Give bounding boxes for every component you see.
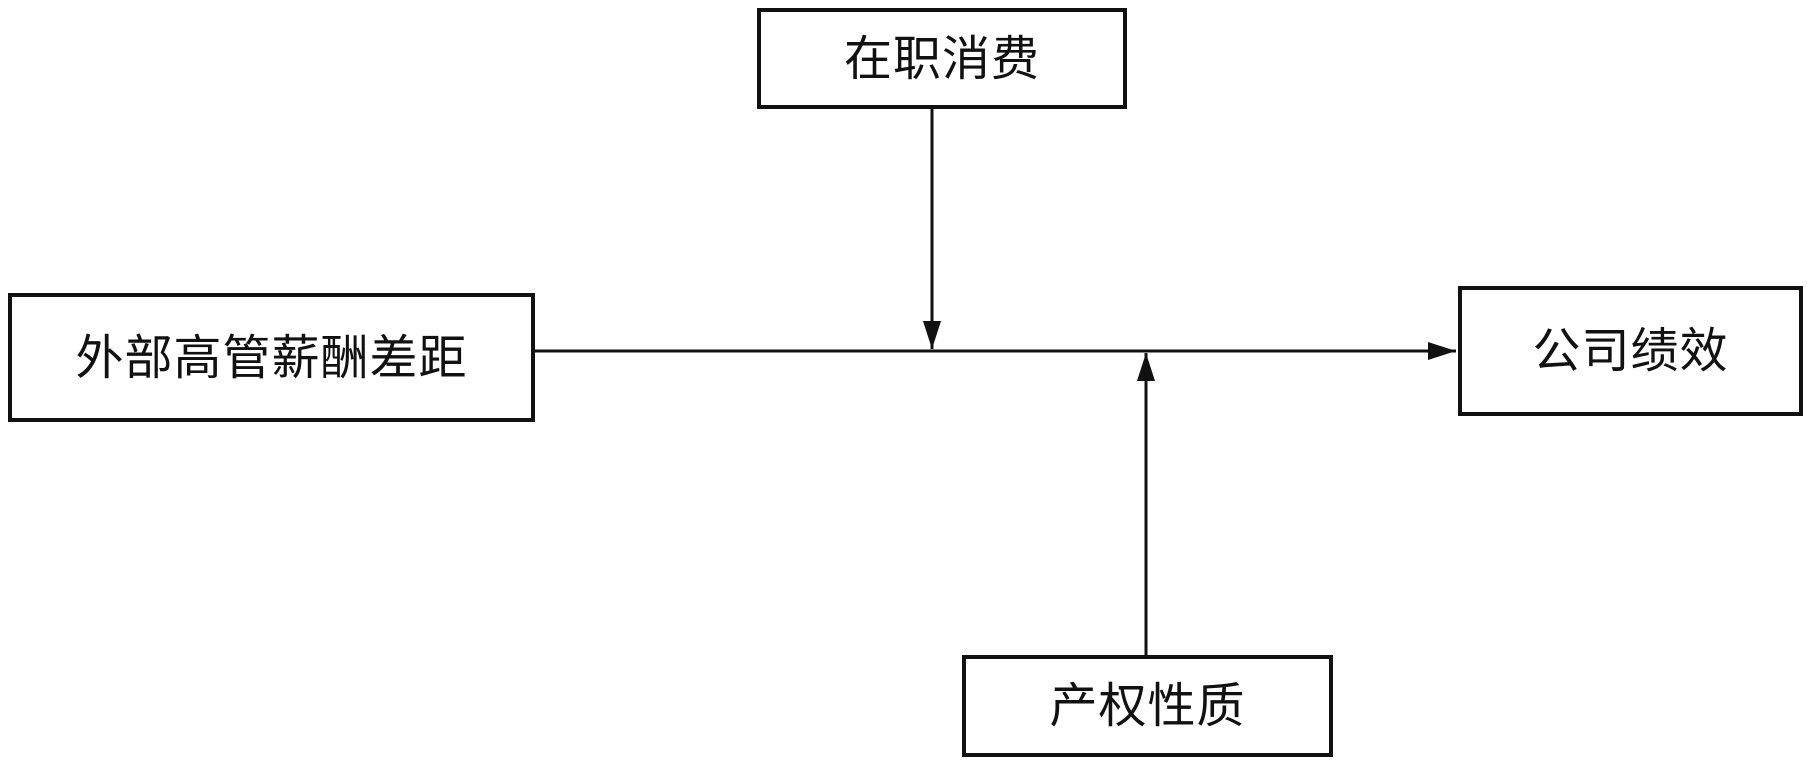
- node-label: 公司绩效: [1532, 323, 1729, 379]
- node-perquisite-consumption: 在职消费: [757, 8, 1127, 109]
- node-property-rights-nature: 产权性质: [962, 655, 1333, 757]
- node-external-executive-pay-gap: 外部高管薪酬差距: [8, 293, 535, 422]
- node-label: 外部高管薪酬差距: [75, 329, 468, 386]
- node-company-performance: 公司绩效: [1458, 286, 1803, 416]
- node-label: 产权性质: [1049, 678, 1246, 734]
- node-label: 在职消费: [843, 30, 1040, 87]
